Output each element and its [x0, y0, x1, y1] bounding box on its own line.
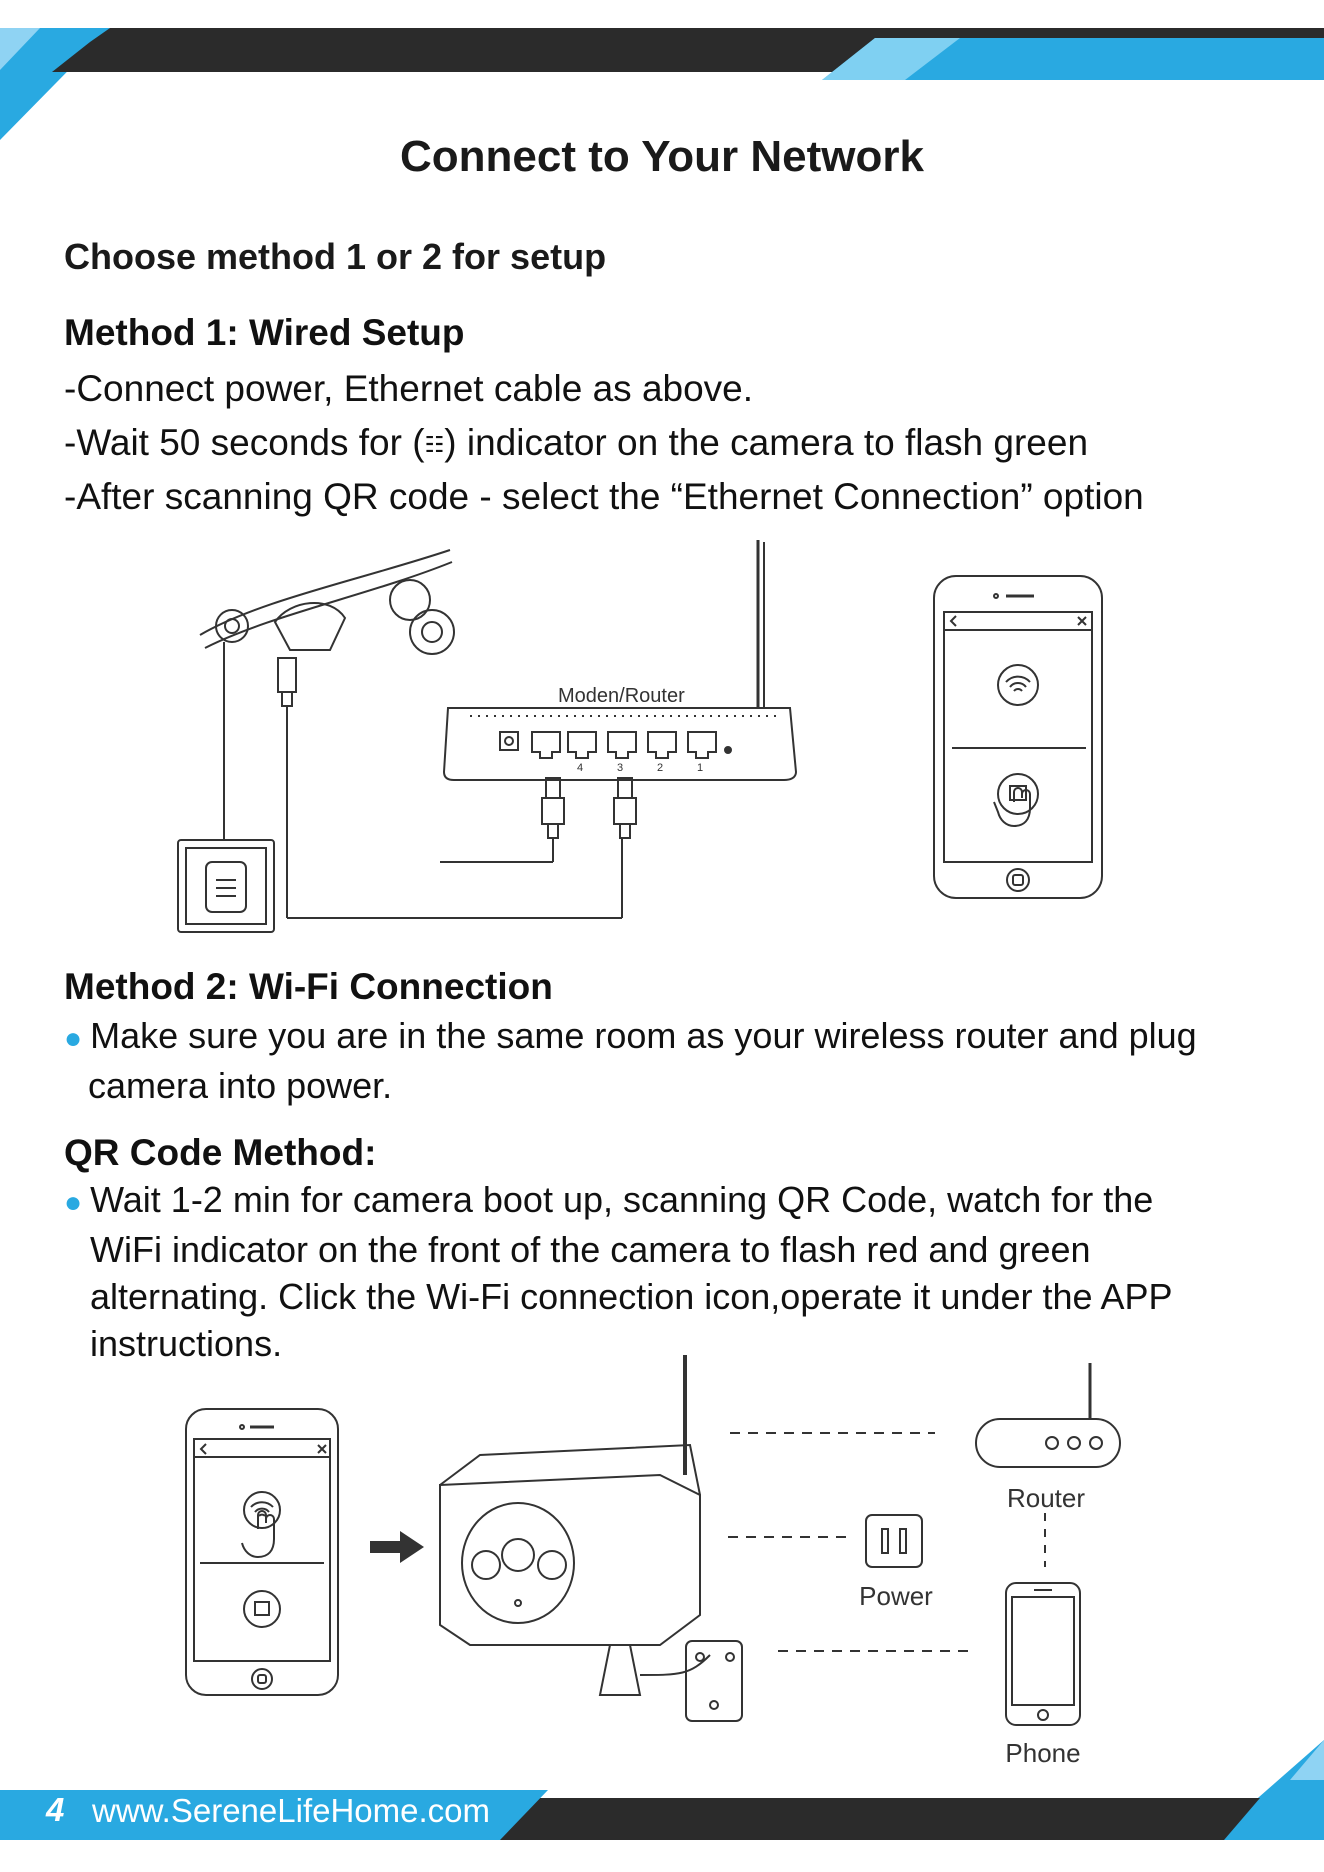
camera-mount: [598, 1644, 642, 1696]
footer-banner: [0, 1740, 1324, 1840]
qr-instructions: ●Wait 1-2 min for camera boot up, scanni…: [64, 1176, 1264, 1367]
router-power-port: [499, 731, 519, 751]
phone-outline: [933, 575, 1103, 899]
phone-small-icon: [1005, 1582, 1081, 1726]
choose-method-subheading: Choose method 1 or 2 for setup: [64, 236, 607, 277]
power-label: Power: [859, 1581, 933, 1611]
wall-bracket: [685, 1640, 743, 1722]
camera-cable-bundle: [199, 549, 451, 636]
qr-line2: WiFi indicator on the front of the camer…: [90, 1229, 1091, 1270]
port-number-3: 3: [617, 762, 623, 774]
method2-line2: camera into power.: [88, 1065, 393, 1106]
header-blue-bar: [822, 38, 1324, 80]
ethernet-icon: [997, 773, 1039, 815]
camera-ethernet-plug: [277, 657, 297, 693]
phone-screen: [943, 611, 1093, 863]
method1-step2-pre: -Wait 50 seconds for (: [64, 422, 425, 463]
page-number: 4: [46, 1791, 65, 1828]
qr-line1: Wait 1-2 min for camera boot up, scannin…: [90, 1179, 1154, 1220]
method1-step3: -After scanning QR code - select the “Et…: [64, 476, 1144, 517]
wifi-icon: [243, 1491, 281, 1529]
home-button-icon: [251, 1668, 273, 1690]
back-chevron-icon: [949, 615, 957, 627]
hand-pointer-icon: [241, 1510, 275, 1559]
hand-pointer-icon: [993, 787, 1031, 828]
phone-label: Phone: [1005, 1738, 1080, 1768]
method1-step2-post: ) indicator on the camera to flash green: [444, 422, 1089, 463]
method1-heading: Method 1: Wired Setup: [64, 312, 465, 353]
close-icon: [317, 1444, 327, 1454]
router-body: [442, 707, 798, 781]
bullet-icon: ●: [64, 1186, 83, 1219]
wifi-setup-diagram: Router Power Phone: [185, 1355, 1121, 1768]
power-jack-connector: [215, 609, 249, 643]
footer-blue-bar: [0, 1790, 548, 1840]
page-title: Connect to Your Network: [400, 132, 924, 181]
port-number-1: 1: [697, 762, 703, 774]
phone-outline: [185, 1408, 339, 1696]
camera-face: [461, 1502, 575, 1624]
wired-setup-diagram: Moden/Router 4 3 2 1: [177, 540, 1103, 933]
close-icon: [1077, 616, 1087, 626]
method1-step1: -Connect power, Ethernet cable as above.: [64, 368, 754, 409]
port-number-4: 4: [577, 762, 583, 774]
router-label: Moden/Router: [558, 685, 685, 707]
header-corner-highlight: [0, 28, 40, 70]
qr-line3: alternating. Click the Wi-Fi connection …: [90, 1276, 1173, 1317]
router-lan-ports: [531, 731, 717, 759]
waterproof-cap: [409, 609, 455, 655]
power-adapter-outlet: [177, 839, 275, 933]
arrow-right-icon: [370, 1531, 424, 1563]
header-banner: [0, 28, 1324, 140]
footer-corner-highlight: [1290, 1740, 1324, 1780]
header-blue-highlight: [822, 38, 960, 80]
method1-step2: -Wait 50 seconds for (☷) indicator on th…: [64, 422, 1088, 464]
router-icon: [975, 1418, 1121, 1468]
power-outlet-icon: [865, 1514, 923, 1568]
ethernet-icon: [243, 1590, 281, 1628]
qr-line4: instructions.: [90, 1323, 283, 1364]
camera-lens: [501, 1538, 535, 1572]
wifi-icon: [997, 664, 1039, 706]
method2-heading: Method 2: Wi-Fi Connection: [64, 966, 553, 1007]
phone-screen: [193, 1438, 331, 1662]
bullet-icon: ●: [64, 1022, 83, 1055]
website-link[interactable]: www.SereneLifeHome.com: [92, 1792, 490, 1829]
router-label: Router: [1007, 1483, 1085, 1513]
method2-line1: Make sure you are in the same room as yo…: [90, 1015, 1197, 1056]
camera-body: [439, 1473, 701, 1646]
ethernet-jack-connector: [273, 602, 347, 651]
qr-heading: QR Code Method:: [64, 1132, 377, 1173]
ethernet-icon: ☷: [424, 432, 445, 458]
method2-instructions: ●Make sure you are in the same room as y…: [64, 1012, 1264, 1109]
home-button-icon: [1006, 868, 1030, 892]
port-number-2: 2: [657, 762, 663, 774]
back-chevron-icon: [199, 1443, 207, 1455]
